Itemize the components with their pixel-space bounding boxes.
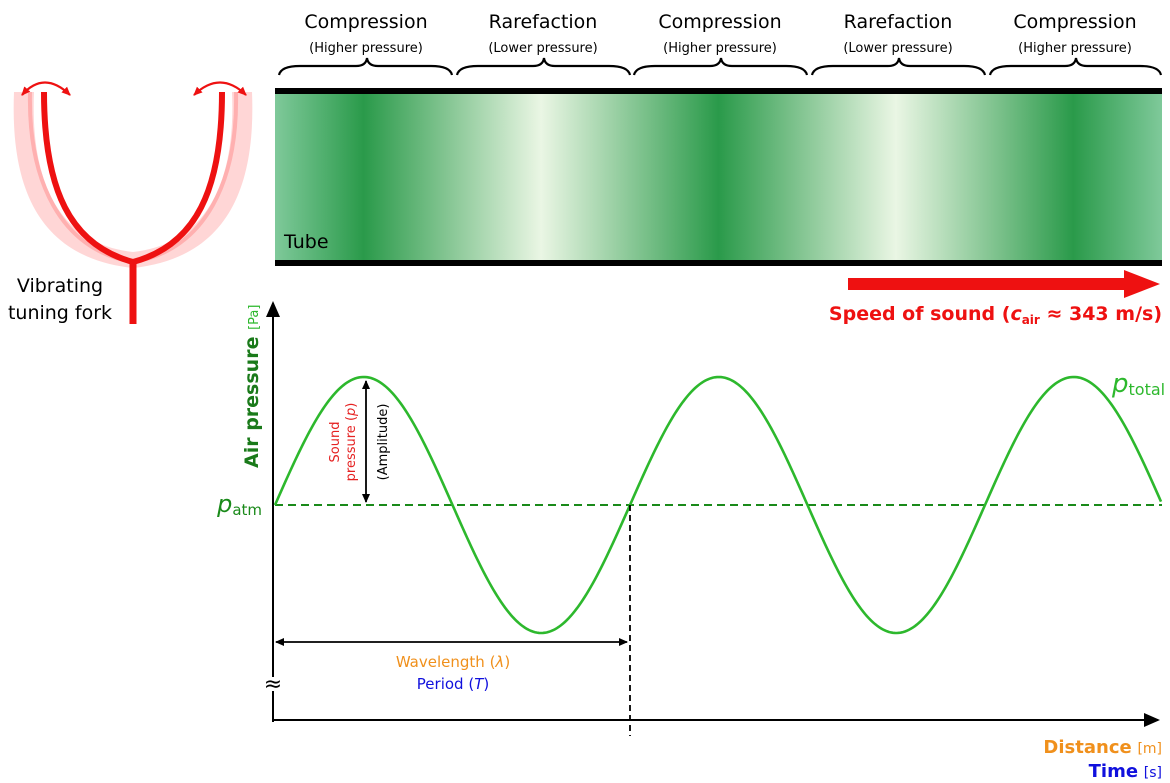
wavelength-annotation: Wavelength (λ) Period (T) [275,505,631,736]
period-text: Period ( [417,675,474,693]
zone-5: Compression (Higher pressure) [988,11,1163,76]
zone-3: Compression (Higher pressure) [632,11,809,76]
tube-bottom-wall [275,260,1162,266]
tube: Tube [275,88,1162,266]
zone-4-name: Rarefaction [844,11,953,33]
left-prong-vibration-arrow [21,81,71,96]
period-label: Period (T) [417,675,489,693]
zone-4: Rarefaction (Lower pressure) [810,11,987,76]
zone-4-brace [810,57,987,76]
zone-2-brace [455,57,632,76]
time-unit: [s] [1144,765,1162,781]
wavelength-label: Wavelength (λ) [396,653,510,671]
zone-4-detail: (Lower pressure) [843,41,952,56]
axis-break-gap [262,677,284,691]
right-prong-vibration-arrow [193,81,247,96]
wavelength-close: ) [504,653,510,671]
zone-1-name: Compression [304,11,427,33]
speed-arrow-head [1124,270,1160,298]
speed-suffix: ≈ 343 m/s) [1040,303,1162,325]
zone-5-name: Compression [1013,11,1136,33]
speed-label: Speed of sound (cair ≈ 343 m/s) [829,303,1162,327]
patm-var: p [216,490,232,518]
ptotal-var: p [1111,369,1129,399]
distance-axis-title: Distance [m] [1043,737,1162,758]
zone-2: Rarefaction (Lower pressure) [455,11,632,76]
tube-label: Tube [283,231,329,253]
zone-1-brace [277,57,454,76]
fork-label-line2: tuning fork [8,302,112,324]
patm-sub: atm [232,501,262,519]
speed-arrow-shaft [848,278,1132,290]
zone-5-brace [988,57,1163,76]
zone-2-name: Rarefaction [489,11,598,33]
speed-sub: air [1022,313,1040,327]
speed-of-sound: Speed of sound (cair ≈ 343 m/s) [829,270,1162,327]
zone-labels: Compression (Higher pressure) Rarefactio… [277,11,1163,76]
axes: ≈ Air pressure [Pa] Distance [m] Time [s… [241,301,1162,782]
y-axis-label: Air pressure [241,337,263,468]
amplitude-label: (Amplitude) [376,404,391,481]
period-var: T [474,675,485,693]
y-axis-unit: [Pa] [247,305,262,330]
period-close: ) [483,675,489,693]
axis-break-symbol: ≈ [264,672,282,697]
tuning-fork: Vibrating tuning fork [8,81,253,324]
zone-2-detail: (Lower pressure) [488,41,597,56]
fork-label-line1: Vibrating [17,275,103,297]
zone-5-detail: (Higher pressure) [1018,41,1132,56]
fork-vibration-envelope [13,92,253,268]
sound-pressure-text: pressure ( [344,416,359,481]
zone-3-name: Compression [658,11,781,33]
wavelength-text: Wavelength ( [396,653,496,671]
amplitude-annotation: (Amplitude) Sound pressure (p) [328,380,391,503]
ptotal-label: ptotal [1111,369,1165,399]
speed-prefix: Speed of sound ( [829,303,1011,325]
tube-top-wall [275,88,1162,94]
sound-pressure-var: p [344,408,359,417]
ptotal-sub: total [1129,380,1166,399]
sound-pressure-line1: Sound [328,422,343,463]
time-axis-title: Time [s] [1089,761,1162,782]
patm-label: patm [216,490,262,519]
sound-pressure-line2: pressure (p) [344,403,359,482]
zone-3-detail: (Higher pressure) [663,41,777,56]
tube-body [275,93,1162,261]
distance-label: Distance [1043,737,1131,758]
zone-1-detail: (Higher pressure) [309,41,423,56]
y-axis-title: Air pressure [Pa] [241,305,263,468]
time-label: Time [1089,761,1138,782]
zone-3-brace [632,57,809,76]
pressure-wave-curve [273,375,1163,635]
wavelength-var: λ [494,653,504,671]
zone-1: Compression (Higher pressure) [277,11,454,76]
sound-pressure-close: ) [344,403,359,408]
speed-var: c [1010,303,1022,325]
distance-unit: [m] [1137,741,1162,757]
